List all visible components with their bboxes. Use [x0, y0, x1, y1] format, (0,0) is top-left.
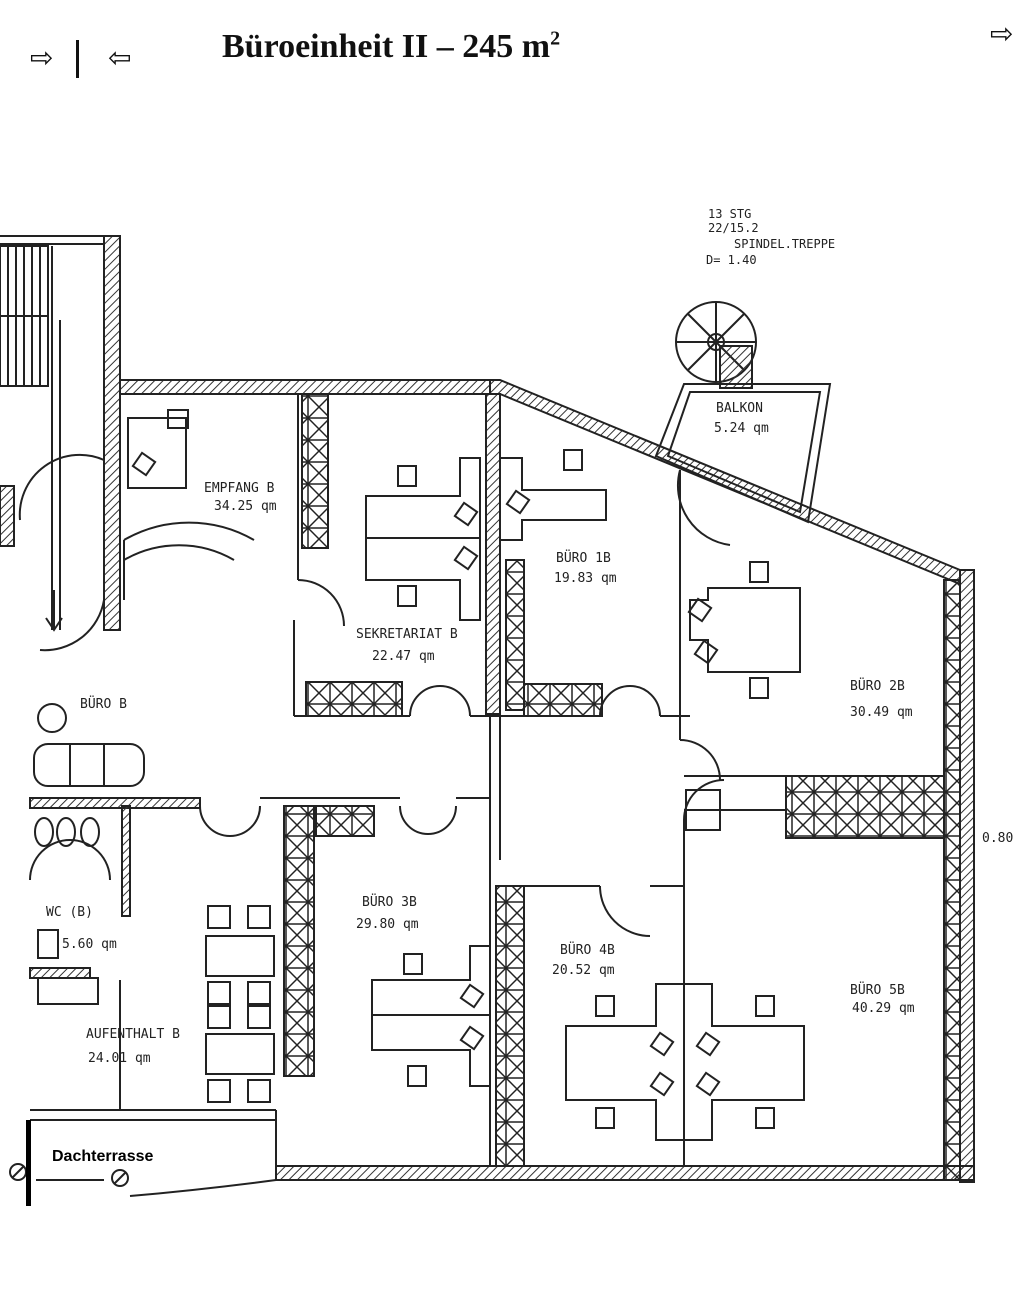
room-buero1-area: 19.83 qm	[554, 571, 617, 586]
room-balkon-area: 5.24 qm	[714, 421, 769, 436]
divider	[76, 40, 79, 78]
room-buero2-area: 30.49 qm	[850, 705, 913, 720]
balcony	[654, 383, 832, 524]
room-balkon-name: BALKON	[716, 401, 763, 416]
stair-note: 13 STG 22/15.2 SPINDEL.TREPPE D= 1.40	[706, 207, 835, 267]
room-buero5-name: BÜRO 5B	[850, 981, 905, 998]
room-buero5-area: 40.29 qm	[852, 1001, 915, 1016]
outer-walls	[0, 235, 975, 1183]
terrace-details	[9, 1163, 277, 1197]
room-sekretariat-area: 22.47 qm	[372, 649, 435, 664]
header: ⇨ ⇦ Büroeinheit II – 245 m2 ⇨	[0, 0, 1024, 110]
stair-note-line4: D= 1.40	[706, 253, 757, 267]
stairwell	[0, 245, 105, 652]
room-buero4-name: BÜRO 4B	[560, 941, 615, 958]
terrace-marker	[26, 1120, 31, 1206]
room-wc-area: 5.60 qm	[62, 937, 117, 952]
arrow-right-icon: ⇨	[30, 41, 54, 74]
stair-note-line1: 13 STG	[708, 207, 751, 221]
room-buero3-area: 29.80 qm	[356, 917, 419, 932]
stair-note-line3: SPINDEL.TREPPE	[734, 237, 835, 251]
room-labels: BALKON 5.24 qm EMPFANG B 34.25 qm SEKRET…	[46, 401, 1013, 1066]
spiral-stair	[675, 301, 757, 389]
room-aufenthalt-area: 24.01 qm	[88, 1051, 151, 1066]
interior-walls	[29, 393, 961, 1181]
terrace-label: Dachterrasse	[52, 1148, 154, 1165]
room-wc-name: WC (B)	[46, 905, 93, 920]
stair-note-line2: 22/15.2	[708, 221, 759, 235]
room-buero4-area: 20.52 qm	[552, 963, 615, 978]
page-title: Büroeinheit II – 245 m2	[222, 28, 560, 66]
room-buero2-name: BÜRO 2B	[850, 677, 905, 694]
room-buero1-name: BÜRO 1B	[556, 549, 611, 566]
room-empfang-name: EMPFANG B	[204, 481, 275, 496]
title-superscript: 2	[550, 27, 561, 50]
side-dimension-value: 0.80	[982, 831, 1013, 846]
arrow-right-far-icon: ⇨	[990, 17, 1014, 50]
room-buero-b-name: BÜRO B	[80, 695, 127, 712]
title-text: Büroeinheit II – 245 m	[222, 28, 551, 65]
furniture	[29, 409, 805, 1141]
room-buero3-name: BÜRO 3B	[362, 893, 417, 910]
room-sekretariat-name: SEKRETARIAT B	[356, 627, 458, 642]
room-aufenthalt-name: AUFENTHALT B	[86, 1027, 180, 1042]
arrow-left-icon: ⇦	[108, 41, 132, 74]
room-empfang-area: 34.25 qm	[214, 499, 277, 514]
doors	[123, 469, 731, 937]
